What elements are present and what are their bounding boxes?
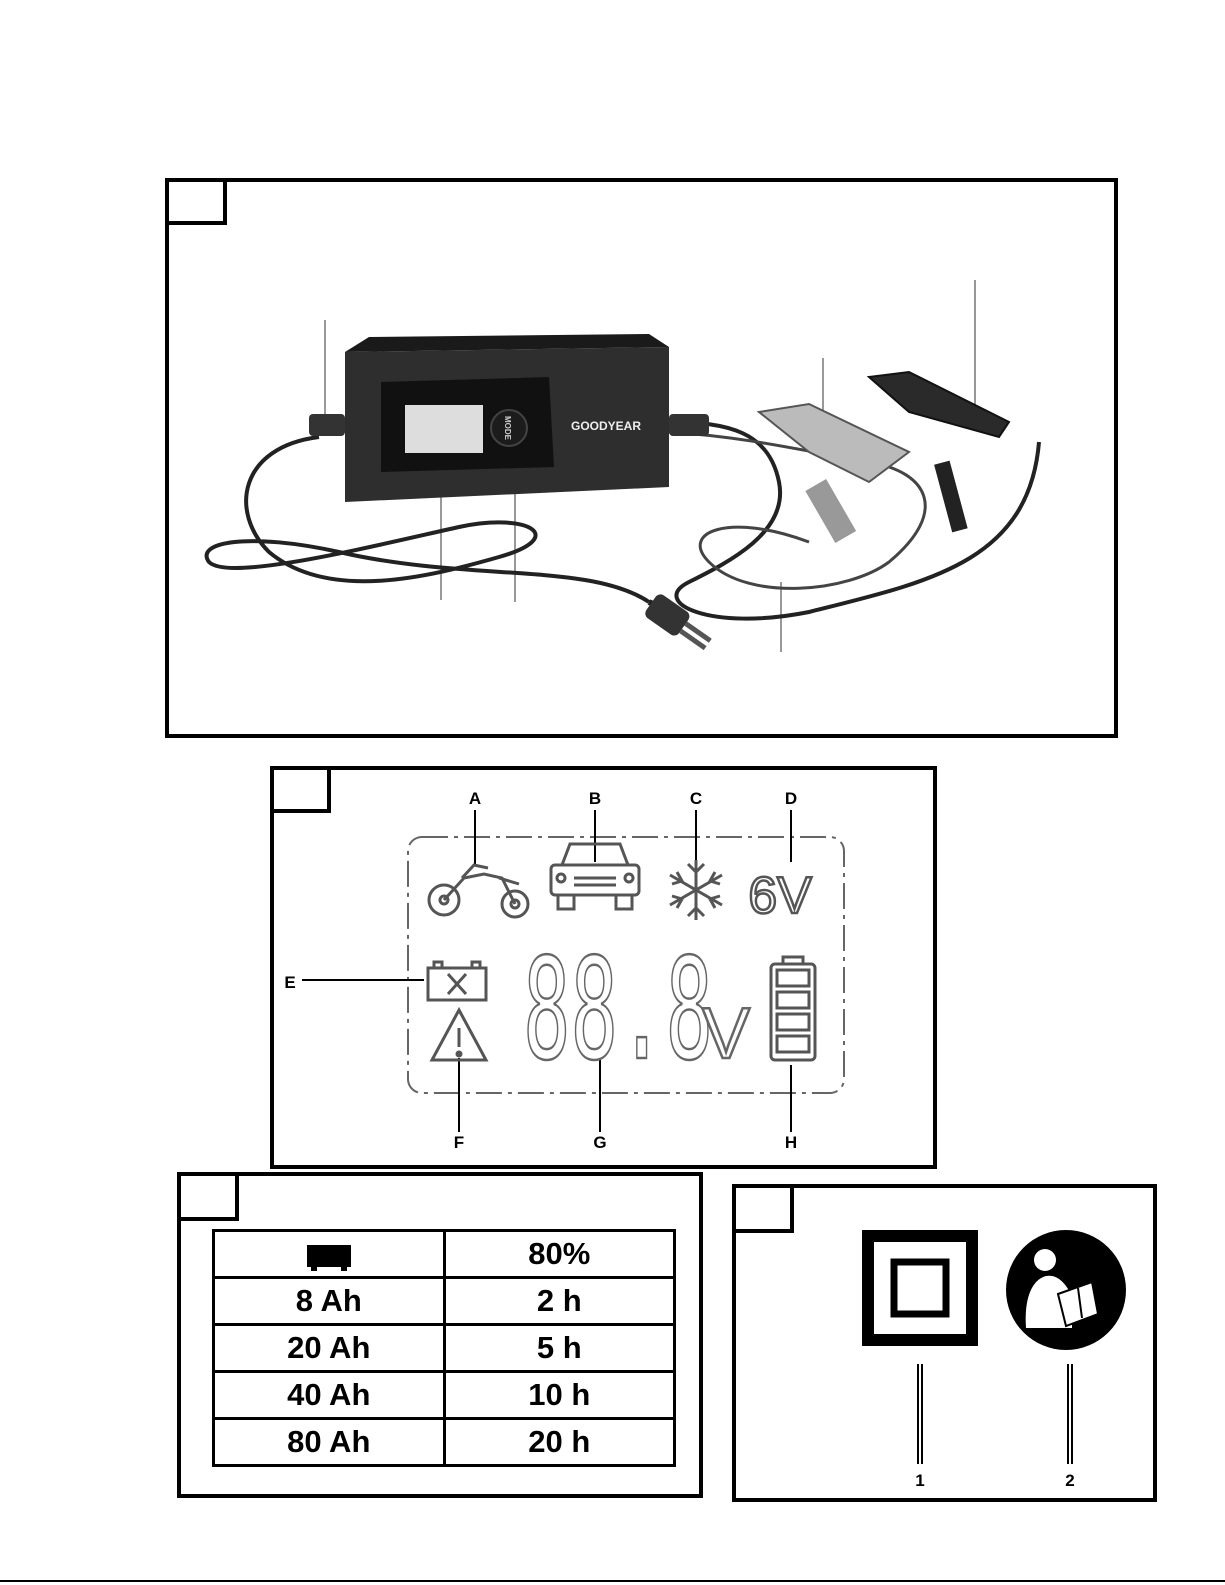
table-cell-time: 10 h bbox=[444, 1372, 675, 1419]
lcd-diagram: A B C D E F G H bbox=[274, 770, 933, 1165]
charger-body: MODE GOODYEAR bbox=[309, 334, 709, 502]
callout-2: 2 bbox=[1065, 1471, 1074, 1490]
callout-g: G bbox=[593, 1133, 606, 1152]
table-cell-capacity: 40 Ah bbox=[214, 1372, 445, 1419]
callout-1: 1 bbox=[915, 1471, 924, 1490]
table-cell-time: 20 h bbox=[444, 1419, 675, 1466]
table-cell-capacity: 20 Ah bbox=[214, 1325, 445, 1372]
table-cell-time: 5 h bbox=[444, 1325, 675, 1372]
figure-3-number-box bbox=[177, 1172, 239, 1221]
figure-1-panel: MODE GOODYEAR bbox=[165, 178, 1118, 738]
page-bottom-rule bbox=[0, 1580, 1225, 1582]
battery-icon bbox=[307, 1245, 351, 1267]
table-cell-capacity: 8 Ah bbox=[214, 1278, 445, 1325]
callout-b: B bbox=[589, 789, 601, 808]
table-header-capacity bbox=[214, 1231, 445, 1278]
symbols-diagram: 1 2 bbox=[736, 1188, 1153, 1498]
figure-4-panel: 1 2 bbox=[732, 1184, 1157, 1502]
callout-e: E bbox=[284, 973, 295, 992]
motorcycle-icon bbox=[429, 865, 528, 917]
table-header-row: 80% bbox=[214, 1231, 675, 1278]
table-cell-time: 2 h bbox=[444, 1278, 675, 1325]
callout-h: H bbox=[785, 1133, 797, 1152]
table-header-percent: 80% bbox=[444, 1231, 675, 1278]
battery-level-icon bbox=[771, 957, 815, 1060]
table-row: 8 Ah 2 h bbox=[214, 1278, 675, 1325]
voltage-digits: 88.8 bbox=[523, 929, 713, 1092]
brand-logo: GOODYEAR bbox=[571, 419, 641, 433]
callout-c: C bbox=[690, 789, 702, 808]
figure-2-panel: A B C D E F G H bbox=[270, 766, 937, 1169]
figure-3-panel: 80% 8 Ah 2 h 20 Ah 5 h 40 Ah 10 h 80 Ah … bbox=[177, 1172, 703, 1498]
charger-lcd bbox=[405, 405, 483, 453]
table-row: 80 Ah 20 h bbox=[214, 1419, 675, 1466]
voltage-unit: V bbox=[702, 994, 750, 1074]
table-row: 20 Ah 5 h bbox=[214, 1325, 675, 1372]
charge-time-table: 80% 8 Ah 2 h 20 Ah 5 h 40 Ah 10 h 80 Ah … bbox=[212, 1229, 676, 1467]
mode-button-text: MODE bbox=[503, 416, 512, 441]
table-cell-capacity: 80 Ah bbox=[214, 1419, 445, 1466]
snowflake-icon bbox=[670, 860, 722, 920]
red-clamp bbox=[759, 404, 909, 543]
charger-illustration: MODE GOODYEAR bbox=[169, 182, 1114, 734]
callout-d: D bbox=[785, 789, 797, 808]
class-ii-double-insulation-icon bbox=[868, 1236, 972, 1340]
read-manual-icon bbox=[1006, 1230, 1126, 1350]
callout-f: F bbox=[454, 1133, 464, 1152]
voltage-mode-6v: 6V bbox=[748, 867, 812, 925]
callout-a: A bbox=[469, 789, 481, 808]
symbol-leader-lines bbox=[918, 1364, 1072, 1464]
battery-fault-icon bbox=[428, 962, 486, 1000]
table-row: 40 Ah 10 h bbox=[214, 1372, 675, 1419]
warning-triangle-icon bbox=[432, 1010, 486, 1060]
